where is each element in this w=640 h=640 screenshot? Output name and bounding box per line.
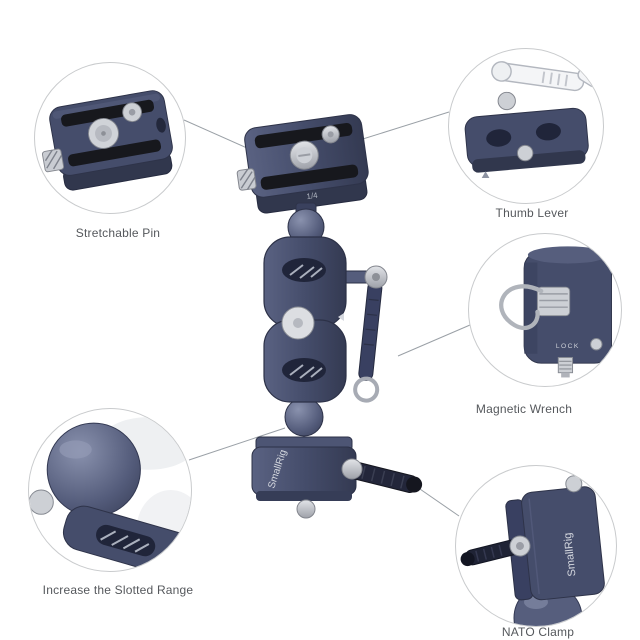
wrench-wire-loop	[353, 376, 380, 403]
inset-stretchable-pin	[34, 62, 186, 214]
lock-marking: LOCK	[556, 343, 580, 350]
inset-thumb-lever	[448, 48, 604, 204]
nato-clamp-part: SmallRig	[251, 436, 423, 519]
clamp-bottom-screw	[296, 499, 316, 519]
magic-arm-product: 1/4	[236, 114, 423, 519]
clamp-lever	[460, 535, 531, 567]
plate-marking: 1/4	[306, 191, 319, 202]
magnetic-wrench-closeup: LOCK	[499, 246, 612, 378]
ratchet-lever	[345, 460, 423, 493]
thumb-lever-closeup	[464, 61, 601, 178]
callout-label-thumb-lever: Thumb Lever	[495, 206, 569, 220]
upper-arm-slot	[282, 258, 326, 282]
rubber-pad	[68, 139, 162, 167]
index-arrow	[481, 171, 490, 178]
rubber-pad	[260, 164, 359, 190]
wrench-lever	[353, 280, 383, 403]
inset-increase-slotted-range	[28, 408, 192, 572]
ball-head	[46, 422, 141, 517]
slotted-range-closeup	[29, 417, 191, 571]
stretchable-pin-closeup	[41, 90, 173, 191]
nato-clamp-closeup: SmallRig	[460, 475, 605, 626]
plate-underside	[464, 107, 589, 173]
inset-nato-clamp: SmallRig	[455, 465, 617, 627]
pin-screw	[497, 91, 516, 111]
wrench-wire-loop	[499, 284, 544, 331]
callout-label-magnetic-wrench: Magnetic Wrench	[475, 402, 573, 416]
lower-arm	[263, 319, 347, 403]
upper-arm	[263, 236, 347, 328]
ghost-pin-assembly	[491, 61, 601, 92]
index-arrow	[338, 313, 344, 321]
inset-magnetic-wrench: LOCK	[468, 233, 622, 387]
callout-label-increase-slotted-range: Increase the Slotted Range	[42, 583, 194, 597]
ratchet-pivot	[341, 458, 363, 480]
socket-screw	[29, 489, 54, 515]
mount-plate: 1/4	[236, 114, 369, 214]
lower-ball	[284, 397, 324, 437]
lower-arm-slot	[282, 358, 326, 382]
brand-logo: SmallRig	[562, 532, 579, 577]
callout-label-nato-clamp: NATO Clamp	[501, 625, 575, 639]
callout-label-stretchable-pin: Stretchable Pin	[75, 226, 161, 240]
